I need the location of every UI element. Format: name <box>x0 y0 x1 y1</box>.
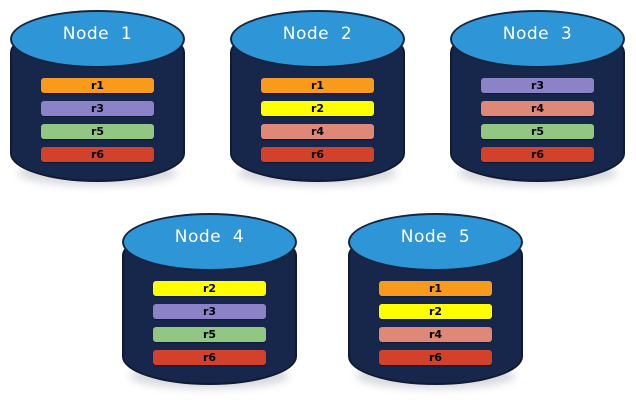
cylinder-top-ellipse <box>122 213 297 271</box>
node-label: Node 3 <box>502 24 573 44</box>
cylinder-top-ellipse <box>348 213 523 271</box>
database-node-4[interactable]: Node 4 r2 r3 r5 r6 <box>122 213 297 391</box>
replica-label: r6 <box>428 351 443 364</box>
replica-bar-r4[interactable]: r4 <box>379 327 492 342</box>
replica-label: r5 <box>530 125 545 138</box>
replica-bar-list: r2 r3 r5 r6 <box>153 281 266 365</box>
replica-label: r4 <box>530 102 545 115</box>
database-node-2[interactable]: Node 2 r1 r2 r4 r6 <box>230 10 405 188</box>
replica-bar-list: r1 r2 r4 r6 <box>261 78 374 162</box>
cylinder-top-ellipse <box>10 10 185 68</box>
database-node-5[interactable]: Node 5 r1 r2 r4 r6 <box>348 213 523 391</box>
replica-label: r6 <box>310 148 325 161</box>
replica-bar-r1[interactable]: r1 <box>41 78 154 93</box>
replica-bar-r5[interactable]: r5 <box>153 327 266 342</box>
replica-label: r2 <box>202 282 217 295</box>
replica-bar-r6[interactable]: r6 <box>261 147 374 162</box>
replica-bar-r1[interactable]: r1 <box>261 78 374 93</box>
replica-label: r6 <box>202 351 217 364</box>
replica-label: r3 <box>530 79 545 92</box>
replica-bar-r6[interactable]: r6 <box>379 350 492 365</box>
replica-bar-r2[interactable]: r2 <box>153 281 266 296</box>
replica-bar-r6[interactable]: r6 <box>481 147 594 162</box>
database-node-1[interactable]: Node 1 r1 r3 r5 r6 <box>10 10 185 188</box>
replica-bar-r3[interactable]: r3 <box>41 101 154 116</box>
replica-label: r3 <box>202 305 217 318</box>
replica-label: r6 <box>90 148 105 161</box>
replica-label: r4 <box>428 328 443 341</box>
node-label: Node 5 <box>400 227 471 247</box>
replica-bar-r5[interactable]: r5 <box>481 124 594 139</box>
replica-label: r1 <box>428 282 443 295</box>
replica-bar-r6[interactable]: r6 <box>41 147 154 162</box>
replica-label: r3 <box>90 102 105 115</box>
node-label: Node 4 <box>174 227 245 247</box>
replica-label: r2 <box>428 305 443 318</box>
database-node-3[interactable]: Node 3 r3 r4 r5 r6 <box>450 10 625 188</box>
replica-bar-list: r1 r3 r5 r6 <box>41 78 154 162</box>
replica-bar-list: r3 r4 r5 r6 <box>481 78 594 162</box>
replica-bar-r2[interactable]: r2 <box>379 304 492 319</box>
replica-bar-r5[interactable]: r5 <box>41 124 154 139</box>
replica-label: r5 <box>90 125 105 138</box>
replica-label: r1 <box>310 79 325 92</box>
replica-bar-r4[interactable]: r4 <box>481 101 594 116</box>
replica-label: r6 <box>530 148 545 161</box>
replica-bar-r6[interactable]: r6 <box>153 350 266 365</box>
node-label: Node 1 <box>62 24 133 44</box>
replica-label: r4 <box>310 125 325 138</box>
node-label: Node 2 <box>282 24 353 44</box>
replica-bar-r4[interactable]: r4 <box>261 124 374 139</box>
replica-label: r2 <box>310 102 325 115</box>
replica-bar-r3[interactable]: r3 <box>481 78 594 93</box>
replica-label: r5 <box>202 328 217 341</box>
cylinder-top-ellipse <box>230 10 405 68</box>
replica-bar-r3[interactable]: r3 <box>153 304 266 319</box>
replica-bar-list: r1 r2 r4 r6 <box>379 281 492 365</box>
replica-label: r1 <box>90 79 105 92</box>
cylinder-top-ellipse <box>450 10 625 68</box>
replica-bar-r1[interactable]: r1 <box>379 281 492 296</box>
replica-bar-r2[interactable]: r2 <box>261 101 374 116</box>
